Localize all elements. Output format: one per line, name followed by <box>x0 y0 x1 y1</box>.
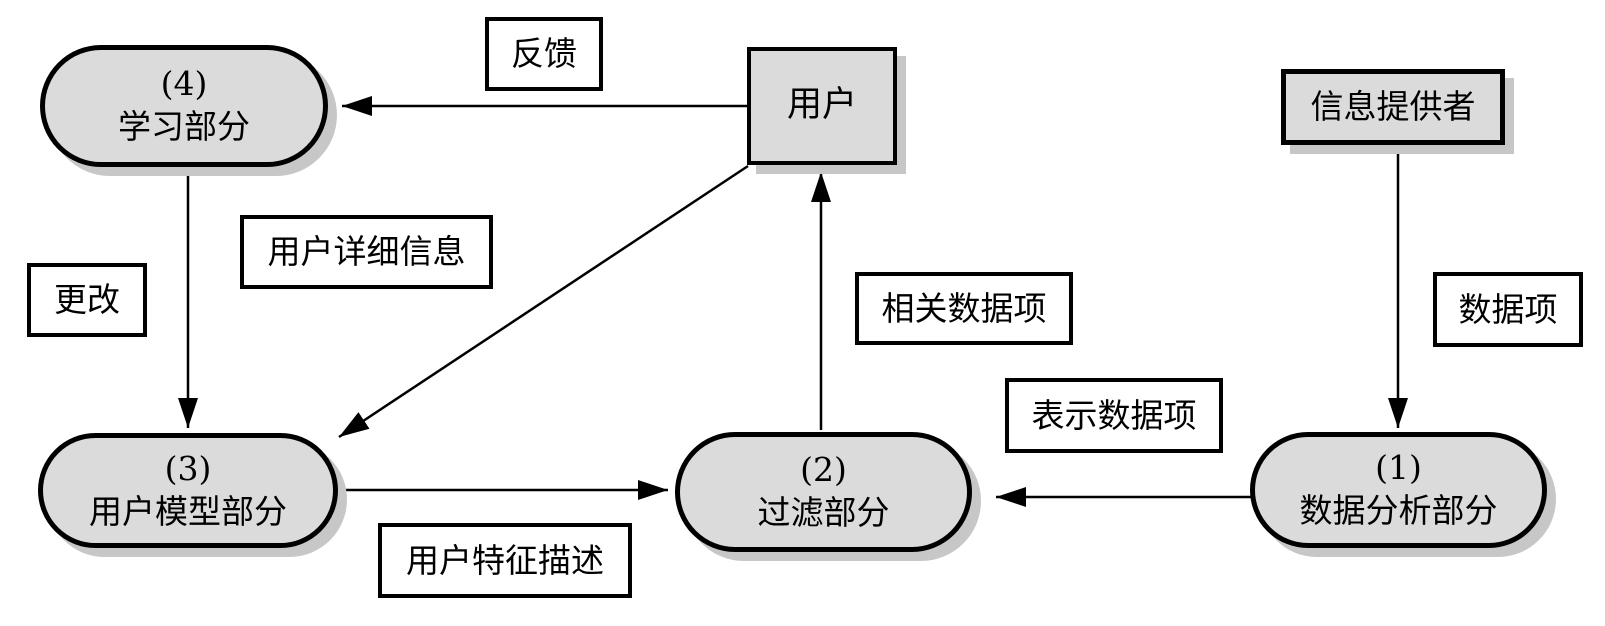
node-model-number: (3) <box>164 448 212 488</box>
edge-label-change: 更改 <box>27 263 147 337</box>
arrow-user-to-model <box>338 164 749 439</box>
node-model: (3) 用户模型部分 <box>38 433 338 548</box>
node-provider: 信息提供者 <box>1281 69 1505 145</box>
node-learning-label: 学习部分 <box>118 107 250 146</box>
node-model-label: 用户模型部分 <box>89 491 287 531</box>
node-analysis-label: 数据分析部分 <box>1299 491 1498 530</box>
node-analysis: (1) 数据分析部分 <box>1250 432 1547 548</box>
edge-label-represent-items: 表示数据项 <box>1005 378 1223 453</box>
node-user-label: 用户 <box>786 85 857 126</box>
edge-label-related-items: 相关数据项 <box>855 272 1073 345</box>
node-learning-number: (4) <box>160 64 208 104</box>
edge-label-data-items: 数据项 <box>1433 272 1583 347</box>
node-filter-number: (2) <box>800 450 847 490</box>
node-filter-label: 过滤部分 <box>757 493 890 532</box>
node-provider-label: 信息提供者 <box>1310 86 1476 126</box>
node-analysis-number: (1) <box>1375 448 1422 488</box>
edge-label-feedback: 反馈 <box>485 17 603 91</box>
node-learning: (4) 学习部分 <box>40 45 328 167</box>
node-filter: (2) 过滤部分 <box>675 432 972 552</box>
edge-label-user-feature: 用户特征描述 <box>378 523 632 598</box>
node-user: 用户 <box>747 47 897 165</box>
edge-label-user-detail: 用户详细信息 <box>240 215 493 289</box>
